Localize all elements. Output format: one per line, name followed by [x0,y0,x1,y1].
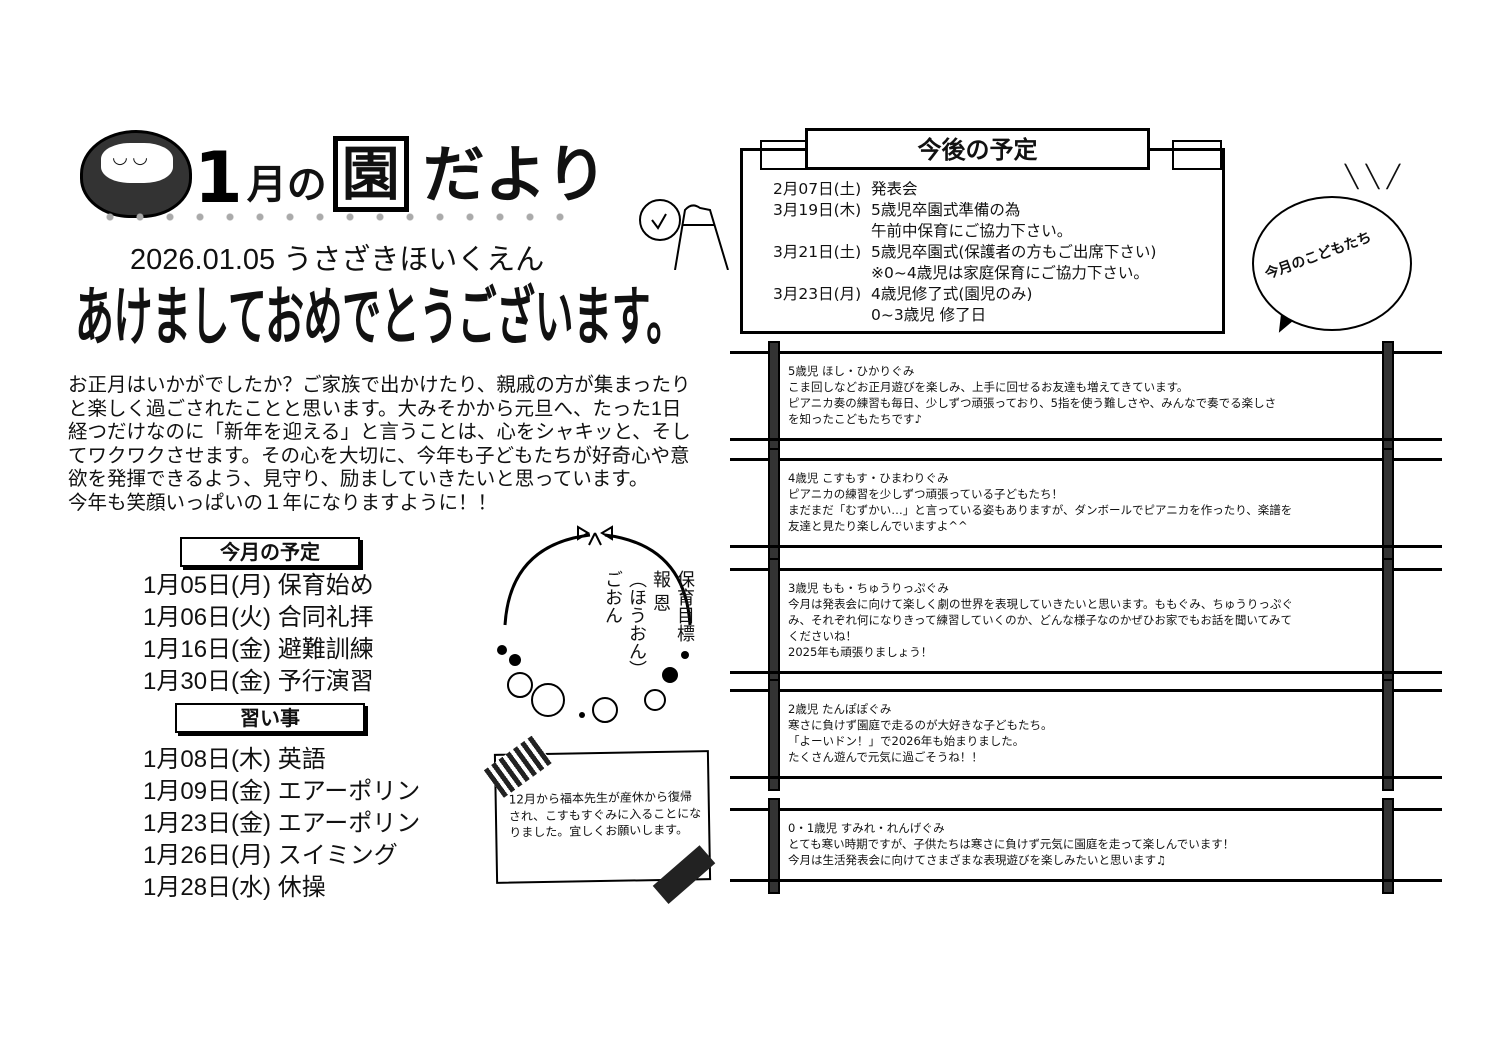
lessons-list: 1月08日(木) 英語 1月09日(金) エアーポリン 1月23日(金) エアー… [143,744,420,904]
title-month: 月の [246,162,327,208]
pole-icon [768,679,780,791]
intro-line: 経つだけなのに「新年を迎える」と言うことは、心をシャキッと、そし [68,421,691,444]
ribbon-end-icon [1172,140,1222,170]
pole-icon [768,798,780,894]
pole-icon [1382,798,1394,894]
divider [730,689,1442,692]
divider [730,351,1442,354]
tape-icon [483,735,553,798]
daruma-icon [80,130,192,218]
date-school: 2026.01.05 うさざきほいくえん [130,244,545,276]
lesson-item: 1月28日(水) 休操 [143,874,326,901]
upcoming-row: 3月19日(木)5歳児卒園式準備の為 [773,201,1021,219]
divider [730,879,1442,882]
title-en: 園 [332,136,409,212]
lessons-heading: 習い事 [175,703,365,733]
class-report: 4歳児 こすもす・ひまわりぐみピアニカの練習を少しずつ頑張っている子どもたち！ ま… [730,448,1442,560]
speech-bubble [1252,196,1412,331]
class-text-line: まだまだ「むずかい…」と言っている姿もありますが、ダンボールでピアニカを作ったり… [788,503,1293,517]
title-rest: だより [422,138,608,211]
goal-label: 保育目標 [674,570,695,642]
class-title: 0・1歳児 すみれ・れんげぐみ [788,821,945,835]
goal-value: 報 恩 [650,570,671,612]
schedule-item: 1月06日(火) 合同礼拝 [143,604,374,631]
schedule-item: 1月05日(月) 保育始め [143,572,374,599]
class-text-line: み、それぞれ何になりきって練習していくのか、どんな様子なのかぜひお家でもお話を聞… [788,613,1293,627]
staff-note-text: 12月から福本先生が産休から復帰され、こすもすぐみに入ることになりました。宜しく… [508,789,702,840]
pole-icon [768,558,780,686]
lesson-item: 1月23日(金) エアーポリン [143,810,421,837]
monthly-schedule-list: 1月05日(月) 保育始め 1月06日(火) 合同礼拝 1月16日(金) 避難訓… [143,570,374,698]
intro-line: てワクワクさせます。その心を大切に、今年も子どもたちが好奇心や意 [68,444,690,467]
class-text-line: を知ったこどもたちです♪ [788,412,922,426]
class-text-line: ピアニカ奏の練習も毎日、少しずつ頑張っており、5指を使う難しさや、みんなで奏でる… [788,396,1277,410]
class-title: 5歳児 ほし・ひかりぐみ [788,364,915,378]
class-title: 4歳児 こすもす・ひまわりぐみ [788,471,949,485]
class-report: 5歳児 ほし・ひかりぐみこま回しなどお正月遊びを楽しみ、上手に回せるお友達も増え… [730,341,1442,453]
childcare-goal: 保育目標 報 恩 （ほうおん） ごおん [600,570,696,700]
upcoming-row: 0~3歳児 修了日 [871,306,987,324]
class-text-line: こま回しなどお正月遊びを楽しみ、上手に回せるお友達も増えてきています。 [788,380,1189,394]
sparkle-icon: ╲ ╲ ╱ [1345,165,1401,190]
divider [730,545,1442,548]
lesson-item: 1月09日(金) エアーポリン [143,778,421,805]
pole-icon [768,341,780,453]
class-text-line: ピアニカの練習を少しずつ頑張っている子どもたち！ [788,487,1063,501]
class-report: 2歳児 たんぽぽぐみ寒さに負けず園庭で走るのが大好きな子どもたち。「よーいドン！… [730,679,1442,791]
flower-wreath-icon [497,525,692,723]
ribbon-end-icon [760,140,810,170]
lesson-item: 1月08日(木) 英語 [143,746,326,773]
goal-alt-reading: ごおん [602,570,623,624]
class-text-line: 2025年も頑張りましょう！ [788,645,933,659]
schedule-item: 1月16日(金) 避難訓練 [143,636,374,663]
class-text-line: 今月は生活発表会に向けてさまざまな表現遊びを楽しみたいと思います♫ [788,853,1167,867]
class-text-line: くださいね！ [788,629,857,643]
divider [730,671,1442,674]
class-text-line: 「よーいドン！」で2026年も始まりました。 [788,734,1025,748]
newsletter-title: 1 月の 園 だより [80,128,608,218]
sun-mountain-icon [639,199,729,270]
upcoming-row: 2月07日(土)発表会 [773,180,918,198]
class-text-line: 友達と見たり楽しんでいますよ^^ [788,519,968,533]
new-year-greeting: あけましておめでとうございます。 [75,279,685,356]
intro-line: お正月はいかがでしたか？ご家族で出かけたり、親戚の方が集まったり [68,374,691,396]
class-report: 0・1歳児 すみれ・れんげぐみとても寒い時期ですが、子供たちは寒さに負けず元気に… [730,798,1442,894]
class-title: 3歳児 もも・ちゅうりっぷぐみ [788,581,949,595]
pole-icon [1382,448,1394,560]
goal-reading: （ほうおん） [626,570,647,678]
lesson-item: 1月26日(月) スイミング [143,842,398,869]
pole-icon [1382,558,1394,686]
pole-icon [768,448,780,560]
intro-line: と楽しく過ごされたことと思います。大みそかから元旦へ、たった1日 [68,397,682,420]
intro-line: 今年も笑顔いっぱいの１年になりますように！！ [68,491,498,514]
divider [730,776,1442,779]
class-title: 2歳児 たんぽぽぐみ [788,702,892,716]
monthly-schedule-heading: 今月の予定 [180,537,360,567]
divider [730,568,1442,571]
class-report: 3歳児 もも・ちゅうりっぷぐみ今月は発表会に向けて楽しく劇の世界を表現していきた… [730,558,1442,686]
class-text-line: とても寒い時期ですが、子供たちは寒さに負けず元気に園庭を走って楽しんでいます！ [788,837,1235,851]
tape-icon [652,845,716,904]
class-text-line: 寒さに負けず園庭で走るのが大好きな子どもたち。 [788,718,1053,732]
intro-line: 欲を発揮できるよう、見守り、励ましていきたいと思っています。 [68,468,649,491]
upcoming-row: ※0~4歳児は家庭保育にご協力下さい。 [871,264,1149,282]
title-number: 1 [194,137,243,219]
upcoming-row: 3月21日(土)5歳児卒園式(保護者の方もご出席下さい) [773,243,1157,261]
schedule-item: 1月30日(金) 予行演習 [143,668,374,695]
pole-icon [1382,679,1394,791]
dotted-divider [95,212,585,222]
upcoming-row: 午前中保育にご協力下さい。 [871,222,1073,240]
upcoming-row: 3月23日(月)4歳児修了式(園児のみ) [773,285,1033,303]
pole-icon [1382,341,1394,453]
class-text-line: たくさん遊んで元気に過ごそうね！！ [788,750,983,764]
intro-paragraph: お正月はいかがでしたか？ご家族で出かけたり、親戚の方が集まったり と楽しく過ごさ… [68,374,738,516]
class-text-line: 今月は発表会に向けて楽しく劇の世界を表現していきたいと思います。ももぐみ、ちゅう… [788,597,1293,611]
divider [730,438,1442,441]
divider [730,458,1442,461]
upcoming-heading: 今後の予定 [805,128,1150,170]
upcoming-schedule: 2月07日(土)発表会 3月19日(木)5歳児卒園式準備の為 午前中保育にご協力… [740,148,1225,334]
divider [730,808,1442,811]
staff-note-card: 12月から福本先生が産休から復帰され、こすもすぐみに入ることになりました。宜しく… [483,735,716,904]
